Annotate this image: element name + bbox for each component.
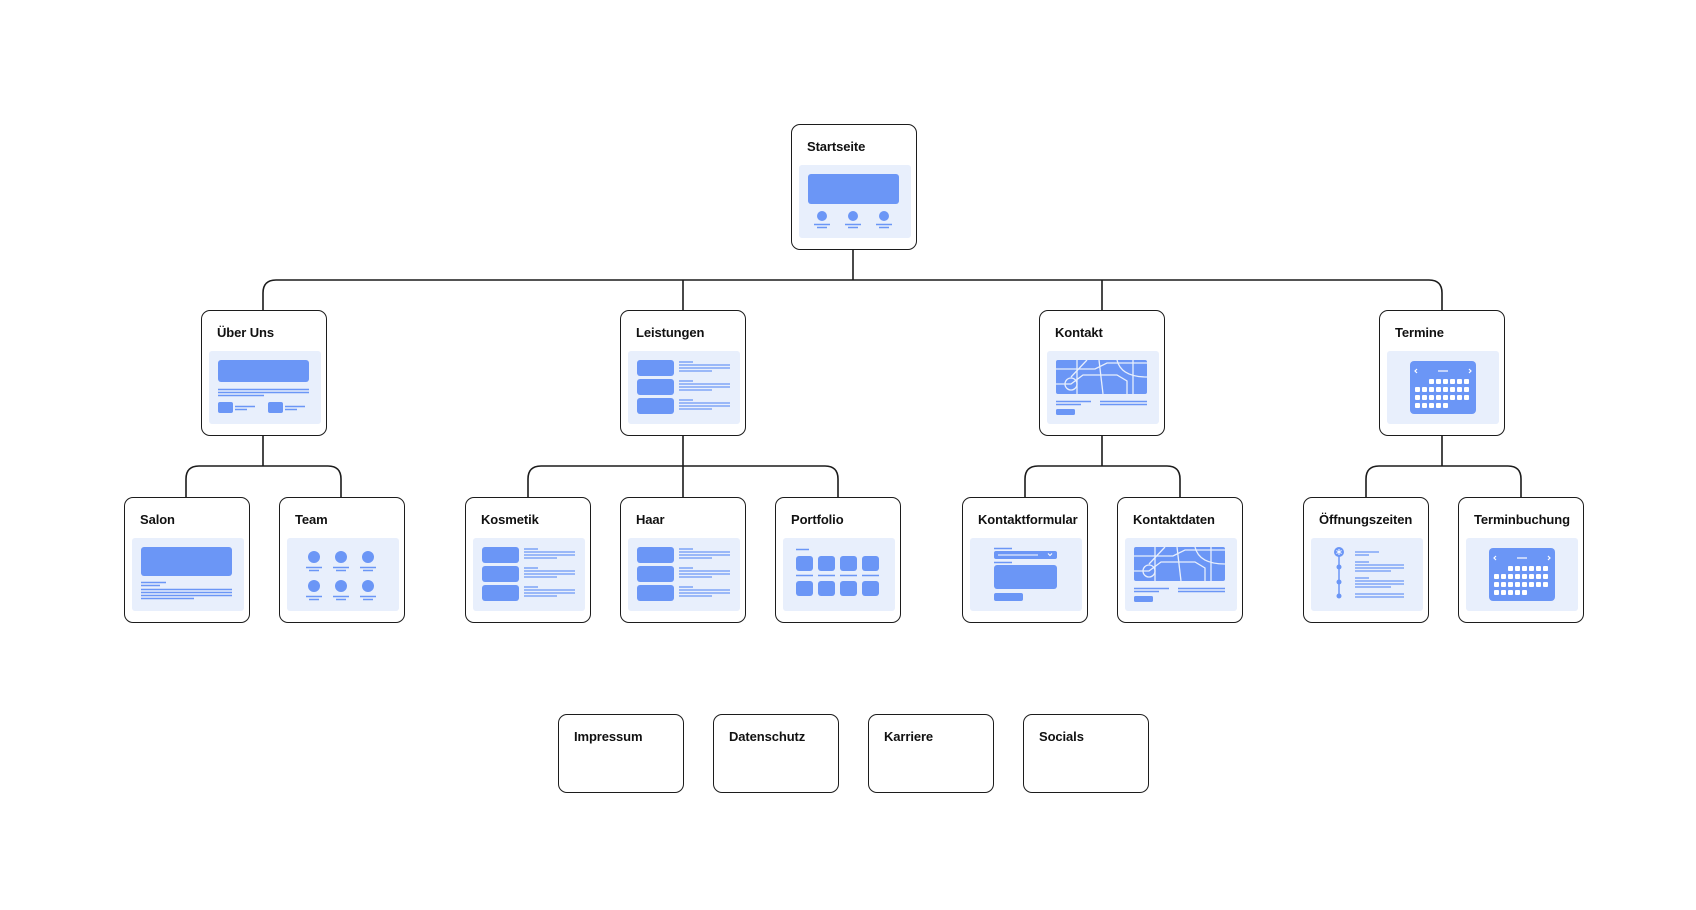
node-socials[interactable]: Socials — [1023, 714, 1149, 793]
node-title: Salon — [140, 512, 175, 527]
connector-ueber-uns-children — [185, 436, 342, 497]
connector-kontakt-children — [1024, 436, 1181, 497]
node-title: Terminbuchung — [1474, 512, 1570, 527]
node-title: Portfolio — [791, 512, 844, 527]
list-rows-icon — [628, 351, 740, 424]
node-kontaktformular[interactable]: Kontaktformular — [962, 497, 1088, 623]
node-datenschutz[interactable]: Datenschutz — [713, 714, 839, 793]
node-karriere[interactable]: Karriere — [868, 714, 994, 793]
node-title: Termine — [1395, 325, 1444, 340]
node-salon[interactable]: Salon — [124, 497, 250, 623]
node-startseite[interactable]: Startseite — [791, 124, 917, 250]
node-title: Haar — [636, 512, 665, 527]
node-kontakt[interactable]: Kontakt — [1039, 310, 1165, 436]
node-title: Impressum — [574, 729, 643, 744]
node-title: Öffnungszeiten — [1319, 512, 1413, 527]
node-kosmetik[interactable]: Kosmetik — [465, 497, 591, 623]
node-portfolio[interactable]: Portfolio — [775, 497, 901, 623]
node-title: Kontaktformular — [978, 512, 1078, 527]
node-title: Socials — [1039, 729, 1084, 744]
node-ueber-uns[interactable]: Über Uns — [201, 310, 327, 436]
node-oeffnungszeiten[interactable]: Öffnungszeiten — [1303, 497, 1429, 623]
node-title: Über Uns — [217, 325, 274, 340]
connector-leistungen-children — [527, 436, 839, 497]
node-title: Kontaktdaten — [1133, 512, 1215, 527]
node-title: Leistungen — [636, 325, 705, 340]
node-impressum[interactable]: Impressum — [558, 714, 684, 793]
node-title: Karriere — [884, 729, 934, 744]
list-rows-icon — [628, 538, 740, 611]
node-team[interactable]: Team — [279, 497, 405, 623]
node-title: Kontakt — [1055, 325, 1103, 340]
form-icon — [970, 538, 1082, 611]
map-icon — [1125, 538, 1237, 611]
calendar-icon — [1387, 351, 1499, 424]
connector-termine-children — [1365, 436, 1522, 497]
timeline-icon — [1311, 538, 1423, 611]
banner-text-icon — [132, 538, 244, 611]
map-icon — [1047, 351, 1159, 424]
team-grid-icon — [287, 538, 399, 611]
node-title: Datenschutz — [729, 729, 806, 744]
hero-features-icon — [799, 165, 911, 238]
node-title: Team — [295, 512, 328, 527]
node-leistungen[interactable]: Leistungen — [620, 310, 746, 436]
node-termine[interactable]: Termine — [1379, 310, 1505, 436]
node-title: Kosmetik — [481, 512, 539, 527]
list-rows-icon — [473, 538, 585, 611]
node-terminbuchung[interactable]: Terminbuchung — [1458, 497, 1584, 623]
node-kontaktdaten[interactable]: Kontaktdaten — [1117, 497, 1243, 623]
calendar-icon — [1466, 538, 1578, 611]
hero-text-icon — [209, 351, 321, 424]
connector-level1-bus — [262, 279, 1443, 310]
gallery-grid-icon — [783, 538, 895, 611]
node-title: Startseite — [807, 139, 866, 154]
node-haar[interactable]: Haar — [620, 497, 746, 623]
